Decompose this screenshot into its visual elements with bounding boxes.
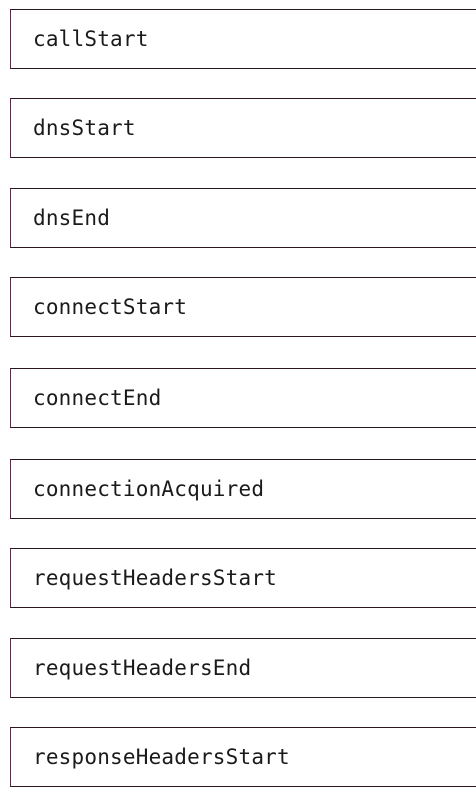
event-label: requestHeadersStart bbox=[33, 566, 278, 590]
event-box-call-start: callStart bbox=[10, 9, 476, 69]
event-label: requestHeadersEnd bbox=[33, 656, 252, 680]
event-label: callStart bbox=[33, 27, 149, 51]
event-box-connection-acquired: connectionAcquired bbox=[10, 459, 476, 519]
event-label: dnsEnd bbox=[33, 206, 111, 230]
event-box-connect-start: connectStart bbox=[10, 277, 476, 337]
event-box-request-headers-end: requestHeadersEnd bbox=[10, 638, 476, 698]
event-label: connectEnd bbox=[33, 386, 162, 410]
event-box-request-headers-start: requestHeadersStart bbox=[10, 548, 476, 608]
event-box-connect-end: connectEnd bbox=[10, 368, 476, 428]
event-label: responseHeadersStart bbox=[33, 745, 290, 769]
event-label: connectionAcquired bbox=[33, 477, 265, 501]
event-label: dnsStart bbox=[33, 116, 136, 140]
event-box-dns-start: dnsStart bbox=[10, 98, 476, 158]
event-box-response-headers-start: responseHeadersStart bbox=[10, 727, 476, 787]
event-label: connectStart bbox=[33, 295, 188, 319]
event-box-dns-end: dnsEnd bbox=[10, 188, 476, 248]
